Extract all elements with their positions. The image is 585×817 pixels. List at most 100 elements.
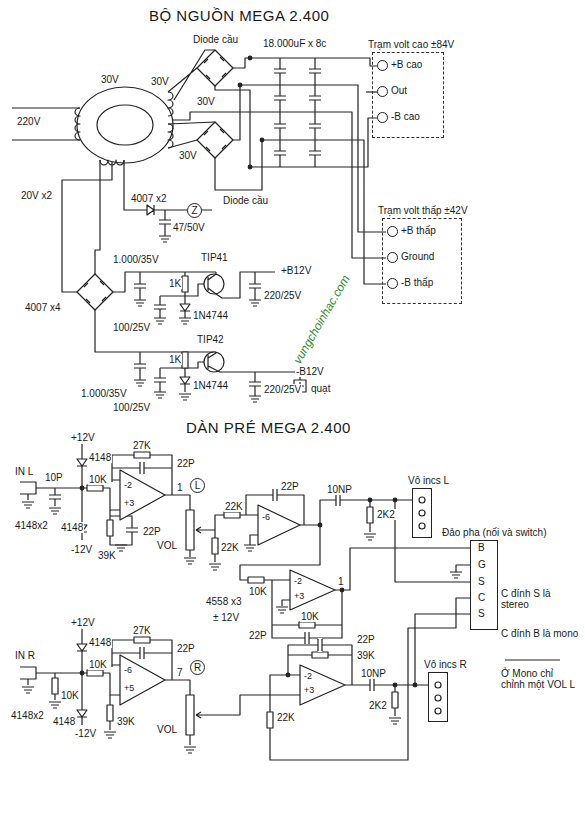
junction [340,588,344,592]
component-symbol [364,534,376,540]
component-symbol [77,274,113,310]
part-label: 10K [88,474,108,485]
block-heading: Vô incs L [407,475,450,487]
wire [62,160,112,292]
component-symbol [179,394,191,400]
pin-number: +5 [123,684,135,694]
component-symbol [299,622,315,628]
component-symbol [273,488,277,502]
part-label: 39K [356,650,376,661]
component-symbol [308,96,322,100]
part-label: TIP41 [200,252,229,263]
component-symbol [184,558,196,564]
wire [456,565,470,572]
part-label: 4148x2 [14,520,49,531]
component-symbol [312,652,328,658]
wire [113,272,216,292]
circled-label: L [190,478,205,493]
junction [80,671,84,675]
part-label: 22K [276,712,296,723]
junction [419,523,425,529]
component-symbol [248,284,262,288]
component-symbol [49,702,61,708]
wire [124,160,212,236]
component-symbol [197,122,233,158]
component-symbol [133,284,147,288]
part-label: IN L [14,466,34,477]
component-symbol [125,528,139,532]
block-heading: Trạm volt cao ±84V [367,39,455,51]
part-label: 220/25V [263,384,302,395]
component-symbol [104,732,116,738]
part-label: 2K2 [368,700,388,711]
component-symbol [77,710,87,717]
speaker-connector: Vô incs L [412,488,432,538]
component-symbol [180,377,190,384]
pin-number: +3 [293,592,305,602]
part-label: 47/50V [172,222,206,233]
component-symbol [308,151,322,155]
transformer-core [97,105,153,145]
component-symbol [134,380,146,386]
component-symbol [134,300,146,306]
component-symbol [273,124,287,128]
component-symbol [267,712,273,728]
wire [12,108,80,140]
component-symbol [273,151,287,155]
component-symbol [276,607,288,613]
component-symbol [273,96,287,100]
part-label: 4148x2 [10,710,45,721]
component-symbol [248,577,264,583]
part-label: 1 [337,576,345,587]
component-symbol [249,396,261,402]
part-label: 4007 x2 [130,193,168,204]
block-heading: Trạm volt thấp ±42V [377,205,469,217]
note-text: C đính S là stereo [500,588,580,610]
component-symbol [370,678,374,692]
component-symbol [273,69,287,73]
part-label: 220V [16,116,41,127]
component-symbol [22,687,34,693]
component-symbol [133,364,147,368]
pin-number: -6 [123,666,133,676]
terminal-circle [387,226,398,237]
block-heading: Đảo pha (nối và switch) [441,527,555,539]
junction [393,498,397,502]
component-body [186,695,194,735]
wire [75,108,80,140]
wire [120,655,165,705]
component-symbol [134,452,150,458]
power-supply [12,50,386,402]
part-label: 1N4744 [192,310,229,321]
circled-label: R [190,660,205,675]
junction [435,708,441,714]
component-symbol [249,300,261,306]
wire [345,685,428,716]
block-heading: Vô incs R [423,659,468,671]
circled-label: Z [187,203,202,218]
transformer-core [77,87,173,163]
wire [505,659,560,660]
title-text: BỘ NGUỒN MEGA 2.400 [148,8,330,25]
component-symbol [182,352,188,368]
junction [393,683,397,687]
part-label: 1 [176,482,184,493]
component-symbol [212,538,218,554]
part-label: 22P [176,458,196,469]
component-symbol [209,564,221,570]
component-symbol [49,508,61,514]
part-label: S [477,576,486,587]
component-symbol [244,545,256,551]
junction [435,695,441,701]
component-symbol [134,637,150,643]
part-label: 220/25V [263,290,302,301]
component-symbol [77,644,87,651]
part-label: 30V [178,150,198,161]
part-label: 100/25V [112,402,151,413]
wire [258,505,300,545]
terminal-label: Ground [401,251,434,263]
part-label: 10NP [360,668,387,679]
part-label: Diode cầu [222,195,269,206]
wire [168,124,173,148]
